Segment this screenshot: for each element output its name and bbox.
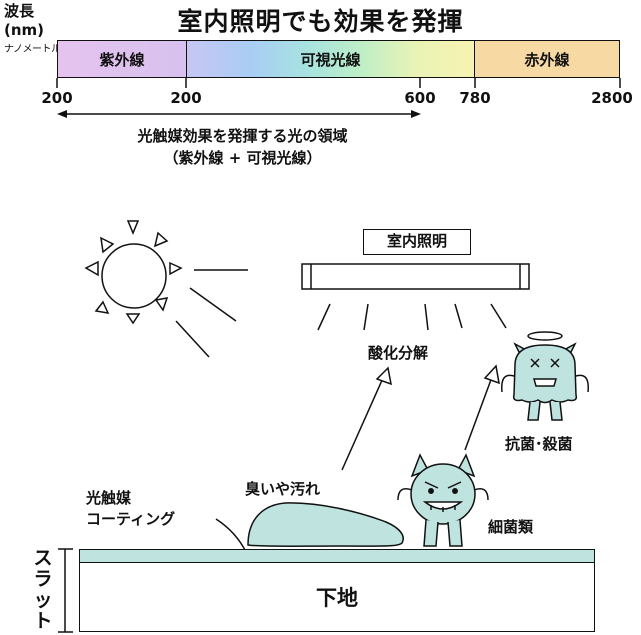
slat-label: ス ラ ッ ト <box>32 548 54 632</box>
wavelength-label: 波長 (nm) ナノメートル <box>4 2 61 59</box>
tick-label: 200 <box>41 89 73 107</box>
caption-line-1: 光触媒効果を発揮する光の領域 <box>137 127 348 145</box>
tick-marks <box>56 78 621 88</box>
fluorescent-light-icon <box>301 263 530 331</box>
bacteria-icon <box>397 453 489 547</box>
caption-line-2: （紫外線 + 可視光線） <box>163 149 322 167</box>
bacteria-label: 細菌類 <box>488 518 534 536</box>
coating-label-line-2: コーティング <box>86 510 176 528</box>
coating-leader-line <box>215 518 247 553</box>
slat-char: ト <box>33 610 53 632</box>
decompose-label: 酸化分解 <box>368 344 429 362</box>
dead-bacteria-icon <box>501 331 589 421</box>
spectrum-ir: 赤外線 <box>475 41 619 77</box>
base-layer: 下地 <box>79 562 595 632</box>
sun-icon <box>84 220 248 358</box>
wavelength-unit: (nm) <box>4 21 45 39</box>
coating-label: 光触媒 コーティング <box>86 488 175 530</box>
tick-label: 2800 <box>591 89 633 107</box>
spectrum-uv: 紫外線 <box>58 41 187 77</box>
spectrum-bar: 紫外線 可視光線 赤外線 <box>57 40 620 78</box>
tick-label: 600 <box>404 89 436 107</box>
dirt-blob <box>247 502 404 547</box>
effective-range-caption: 光触媒効果を発揮する光の領域 （紫外線 + 可視光線） <box>0 125 485 169</box>
slat-char: ラ <box>33 568 53 590</box>
odor-dirt-label: 臭いや汚れ <box>245 480 321 498</box>
wavelength-title: 波長 <box>4 2 35 20</box>
photocatalyst-coating-layer <box>79 549 595 563</box>
page-title: 室内照明でも効果を発揮 <box>177 7 464 36</box>
tick-label: 780 <box>459 89 491 107</box>
decompose-arrows <box>341 364 500 471</box>
slat-char: ス <box>33 547 53 569</box>
coating-label-line-1: 光触媒 <box>86 489 132 507</box>
indoor-light-label: 室内照明 <box>363 229 471 255</box>
antibacterial-label: 抗菌･殺菌 <box>505 435 573 453</box>
slat-char: ッ <box>33 589 53 611</box>
tick-label: 200 <box>170 89 202 107</box>
spectrum-visible: 可視光線 <box>187 41 475 77</box>
wavelength-unit-reading: ナノメートル <box>4 44 61 55</box>
range-arrow <box>57 110 421 118</box>
slat-bracket <box>58 548 73 633</box>
